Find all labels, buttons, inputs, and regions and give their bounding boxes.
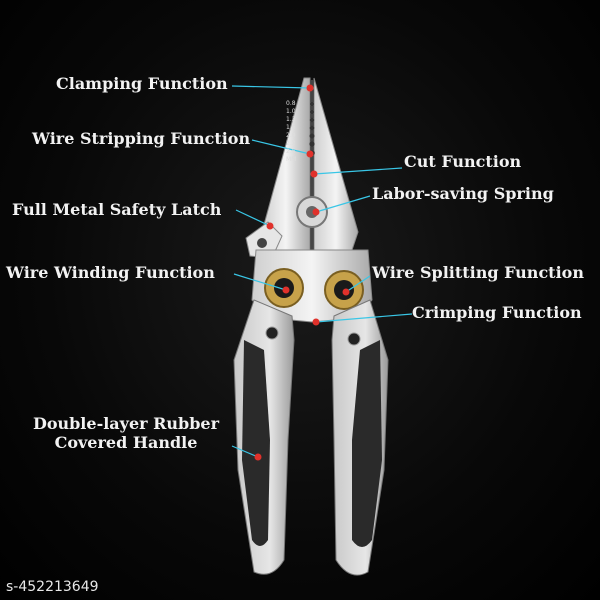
- left-rubber-grip: [242, 340, 270, 546]
- stripping-notches: [309, 102, 315, 156]
- gauge-mark: 2.2: [286, 140, 296, 147]
- label-wire-splitting: Wire Splitting Function: [372, 263, 584, 282]
- label-handle: Double-layer Rubber Covered Handle: [26, 414, 226, 452]
- sku-watermark: s-452213649: [6, 579, 99, 595]
- callout-markers: [254, 84, 350, 461]
- gauge-mark: 1.0: [286, 108, 296, 115]
- gauge-mark: 1.3: [286, 116, 296, 123]
- gauge-scale: 0.8 1.0 1.3 1.6 2.0 2.2 2.6 MM: [286, 100, 306, 164]
- label-crimping: Crimping Function: [412, 303, 582, 322]
- label-cut: Cut Function: [404, 152, 522, 171]
- label-labor-saving: Labor-saving Spring: [372, 184, 554, 203]
- label-wire-winding: Wire Winding Function: [6, 263, 215, 282]
- label-wire-stripping: Wire Stripping Function: [32, 129, 251, 148]
- label-handle-line2: Covered Handle: [54, 433, 198, 452]
- gauge-mark: 1.6: [286, 124, 296, 131]
- gauge-mark: 2.0: [286, 132, 296, 139]
- leader-lines: [231, 85, 413, 458]
- gauge-mark: MM: [286, 156, 297, 163]
- gauge-mark: 0.8: [286, 100, 296, 107]
- right-rubber-grip: [352, 340, 382, 547]
- label-safety-latch: Full Metal Safety Latch: [12, 200, 222, 219]
- label-handle-line1: Double-layer Rubber: [32, 414, 220, 433]
- label-clamping: Clamping Function: [56, 74, 228, 93]
- gauge-mark: 2.6: [286, 148, 296, 155]
